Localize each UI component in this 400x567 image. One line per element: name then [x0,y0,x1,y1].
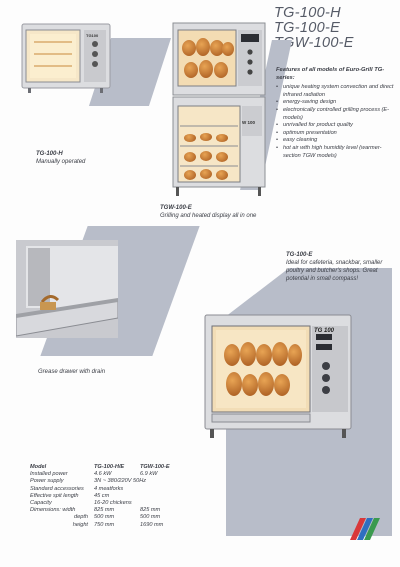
caption-tg100h: TG-100-H Manually operated [36,150,126,166]
spec-label: Effective spit length [30,492,79,499]
spec-row: Installed power 4.6 kW 6.9 kW [30,471,176,478]
spec-value: 1690 mm [140,521,164,528]
specifications-table: Model TG-100-H/E TGW-100-E Installed pow… [30,464,176,529]
spec-value: 750 mm [94,521,115,528]
spec-row: height 750 mm 1690 mm [30,522,176,529]
spec-row: depth 500 mm 500 mm [30,514,176,521]
spec-label: Dimensions: width [30,507,76,514]
spec-header: TGW-100-E [140,464,170,470]
stripes-icon [350,518,380,540]
spec-row: Dimensions: width 825 mm 825 mm [30,507,176,514]
spec-value: 825 mm [140,507,161,514]
feature-item: electronically controlled grilling proce… [276,107,394,122]
spec-header-row: Model TG-100-H/E TGW-100-E [30,464,176,471]
badge-large: TG 100 [314,328,335,334]
spec-label: height [72,521,88,528]
spec-header: Model [30,464,47,470]
photo-grill-tg100e: TG 100 [204,314,354,438]
feature-item: energy-saving design [276,99,394,107]
spec-value: 45 cm [94,492,110,499]
caption-tg100e: TG-100-E Ideal for cafeteria, snackbar, … [286,251,390,283]
spec-value: 6.9 kW [140,471,158,478]
caption-text: Ideal for cafeteria, snackbar, smaller p… [286,260,383,282]
title-line: TGW-100-E [274,35,354,51]
feature-item: unrivalled for product quality [276,122,394,130]
feature-item: hot air with high humidity level (warmer… [276,145,394,160]
caption-model: TG-100-E [286,252,313,258]
caption-text: Manually operated [36,159,86,165]
spec-value: 16-20 chickens [94,500,132,507]
photo-grease-drawer [15,240,119,338]
caption-model: TG-100-H [36,151,63,157]
caption-model: TGW-100-E [160,205,192,211]
spec-header: TG-100-H/E [94,464,125,470]
grill-large-illustration [204,314,352,438]
spec-label: Standard accessories [30,485,84,492]
features-block: Features of all models of Euro-Grill TG-… [276,67,394,160]
brand-stripes-logo [350,518,380,540]
spec-label: depth [74,514,88,521]
spec-label: Installed power [30,471,68,478]
drawer-illustration [15,240,119,338]
caption-tgw100e: TGW-100-E Grilling and heated display al… [160,204,260,220]
photo-grill-tg100h: TG100 [20,22,112,94]
spec-value: 500 mm [94,514,115,521]
badge-display: W 100 [242,120,256,125]
spec-label: Capacity [30,500,52,507]
feature-item: unique heating system convection and dir… [276,84,394,99]
spec-label: Power supply [30,478,64,485]
spec-value: 4.6 kW [94,471,112,478]
spec-value: 3N ~ 380/220V 50Hz [94,478,147,485]
spec-row: Power supply 3N ~ 380/220V 50Hz [30,478,176,485]
spec-row: Standard accessories 4 meatforks [30,486,176,493]
photo-grill-tgw100e: W 100 [172,22,266,196]
features-heading: Features of all models of Euro-Grill TG-… [276,67,385,81]
grill-small-illustration [21,23,111,93]
badge-small: TG100 [86,33,99,38]
features-list: unique heating system convection and dir… [276,84,394,160]
caption-drawer: Grease drawer with drain [38,369,106,375]
caption-text: Grilling and heated display all in one [160,213,257,219]
spec-row: Effective spit length 45 cm [30,493,176,500]
title-line: TG-100-E [274,20,341,36]
spec-value: 500 mm [140,514,161,521]
spec-row: Capacity 16-20 chickens [30,500,176,507]
feature-item: optimum presentation [276,130,394,138]
title-line: TG-100-H [274,5,341,21]
spec-value: 825 mm [94,507,115,514]
feature-item: easy cleaning [276,137,394,145]
model-title: TG-100-H TG-100-E TGW-100-E [274,6,354,51]
spec-value: 4 meatforks [94,485,124,492]
